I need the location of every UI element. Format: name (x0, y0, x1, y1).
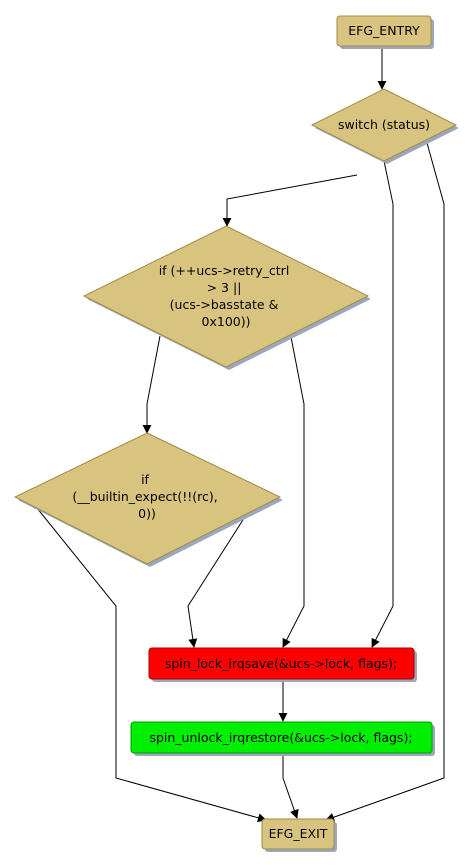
node-switch: switch (status) (310, 88, 459, 164)
node-expect: if (__builtin_expect(!!(rc), 0)) (13, 432, 283, 567)
edge-expect-to-lock (187, 511, 249, 648)
node-retry-diamond (82, 225, 370, 368)
node-expect-line-3: 0)) (138, 506, 156, 521)
node-exit: EFG_EXIT (261, 818, 337, 852)
node-unlock-box (130, 721, 433, 754)
node-switch-diamond (310, 88, 458, 162)
node-switch-label: switch (status) (338, 117, 430, 132)
node-lock-box (148, 647, 415, 680)
node-retry-label: if (++ucs->retry_ctrl > 3 || (ucs->basst… (159, 263, 294, 329)
node-unlock: spin_unlock_irqrestore(&ucs->lock, flags… (130, 721, 435, 756)
node-lock-label: spin_lock_irqsave(&ucs->lock, flags); (165, 656, 397, 671)
node-retry-line-1: if (++ucs->retry_ctrl (159, 263, 290, 278)
edge-retry-to-expect (142, 335, 161, 434)
node-expect-line-2: (__builtin_expect(!!(rc), (72, 489, 217, 504)
node-unlock-label: spin_unlock_irqrestore(&ucs->lock, flags… (149, 730, 412, 745)
node-exit-label: EFG_EXIT (269, 826, 328, 841)
node-expect-label: if (__builtin_expect(!!(rc), 0)) (72, 472, 221, 521)
node-expect-diamond (13, 432, 282, 565)
node-expect-line-1: if (141, 472, 149, 487)
node-retry: if (++ucs->retry_ctrl > 3 || (ucs->basst… (82, 225, 371, 370)
edge-unlock-to-exit (282, 753, 299, 819)
node-exit-box (261, 818, 335, 850)
node-entry: EFG_ENTRY (336, 15, 434, 49)
node-entry-label: EFG_ENTRY (348, 23, 420, 38)
node-retry-line-2: > 3 || (207, 280, 242, 295)
edge-switch-to-exit (325, 142, 445, 822)
node-retry-line-4: 0x100)) (202, 314, 251, 329)
node-retry-line-3: (ucs->basstate & (170, 297, 279, 312)
node-lock: spin_lock_irqsave(&ucs->lock, flags); (148, 647, 417, 682)
edge-retry-to-lock (282, 336, 305, 648)
edge-expect-to-exit (36, 507, 267, 823)
edge-switch-to-lock (371, 160, 394, 648)
edge-switch-to-retry (222, 174, 358, 227)
edges (36, 47, 445, 823)
node-entry-box (336, 15, 432, 47)
